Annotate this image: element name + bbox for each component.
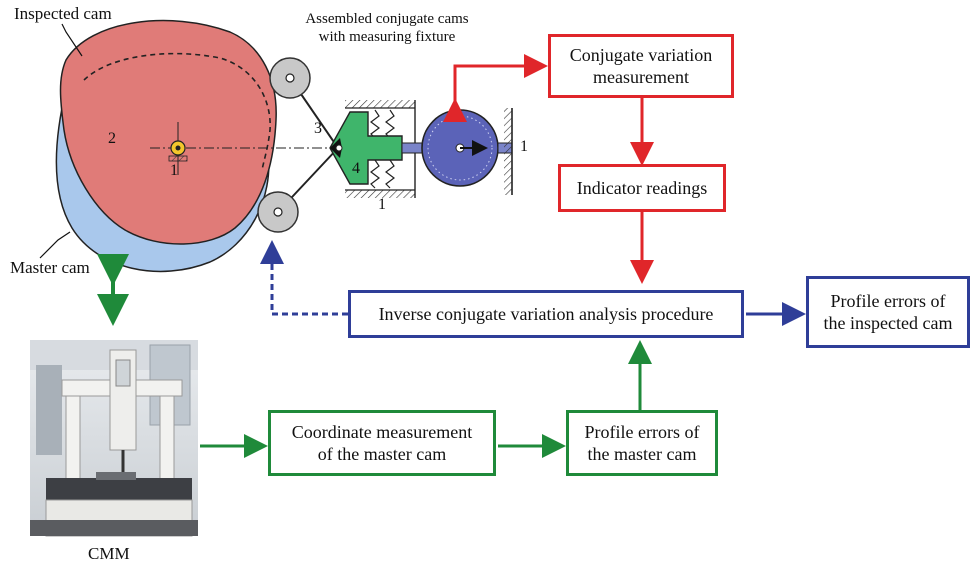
cmm-machine-illustration bbox=[30, 340, 198, 537]
box-profile-errors-inspected-line1: Profile errors of bbox=[830, 291, 946, 311]
box-inverse-analysis-text: Inverse conjugate variation analysis pro… bbox=[378, 304, 714, 324]
label-assembled-line1: Assembled conjugate cams bbox=[305, 11, 469, 27]
box-profile-errors-master-line1: Profile errors of bbox=[584, 422, 700, 442]
part-number-2: 2 bbox=[108, 130, 116, 147]
box-coordinate-measurement-line1: Coordinate measurement bbox=[291, 422, 473, 442]
part-number-3: 3 bbox=[314, 120, 322, 137]
box-indicator-readings: Indicator readings bbox=[558, 164, 726, 212]
label-cmm: CMM bbox=[88, 544, 130, 563]
red-arrow-measurement bbox=[443, 54, 548, 122]
spring-lower bbox=[370, 159, 380, 189]
label-assembled-line2: with measuring fixture bbox=[318, 29, 456, 45]
inspected-cam-shape bbox=[59, 19, 277, 245]
blue-dotted-feedback-arrow bbox=[260, 240, 348, 316]
part-number-4: 4 bbox=[352, 160, 360, 177]
follower-body bbox=[329, 111, 403, 185]
dial-indicator bbox=[421, 109, 499, 187]
label-inspected-cam: Inspected cam bbox=[14, 4, 112, 23]
label-assembled: Assembled conjugate cams with measuring … bbox=[287, 10, 487, 46]
part-number-1-wall: 1 bbox=[520, 138, 528, 155]
box-profile-errors-inspected-line2: the inspected cam bbox=[823, 313, 953, 333]
box-indicator-readings-text: Indicator readings bbox=[576, 178, 708, 198]
box-profile-errors-master: Profile errors of the master cam bbox=[566, 410, 718, 476]
upper-roller bbox=[269, 57, 311, 99]
part-number-1-frame: 1 bbox=[378, 196, 386, 213]
box-profile-errors-inspected: Profile errors of the inspected cam bbox=[806, 276, 970, 348]
lower-roller bbox=[257, 191, 299, 233]
box-profile-errors-master-line2: the master cam bbox=[587, 444, 697, 464]
box-inverse-analysis: Inverse conjugate variation analysis pro… bbox=[348, 290, 744, 338]
box-conjugate-variation-line2: measurement bbox=[593, 67, 689, 87]
box-conjugate-variation-line1: Conjugate variation bbox=[569, 45, 713, 65]
spring-upper bbox=[370, 109, 380, 139]
part-number-1-pivot: 1 bbox=[170, 162, 178, 179]
box-conjugate-variation: Conjugate variation measurement bbox=[548, 34, 734, 98]
cam-pivot-icon bbox=[168, 140, 188, 162]
label-master-cam: Master cam bbox=[10, 258, 90, 277]
box-coordinate-measurement-line2: of the master cam bbox=[317, 444, 447, 464]
box-coordinate-measurement: Coordinate measurement of the master cam bbox=[268, 410, 496, 476]
